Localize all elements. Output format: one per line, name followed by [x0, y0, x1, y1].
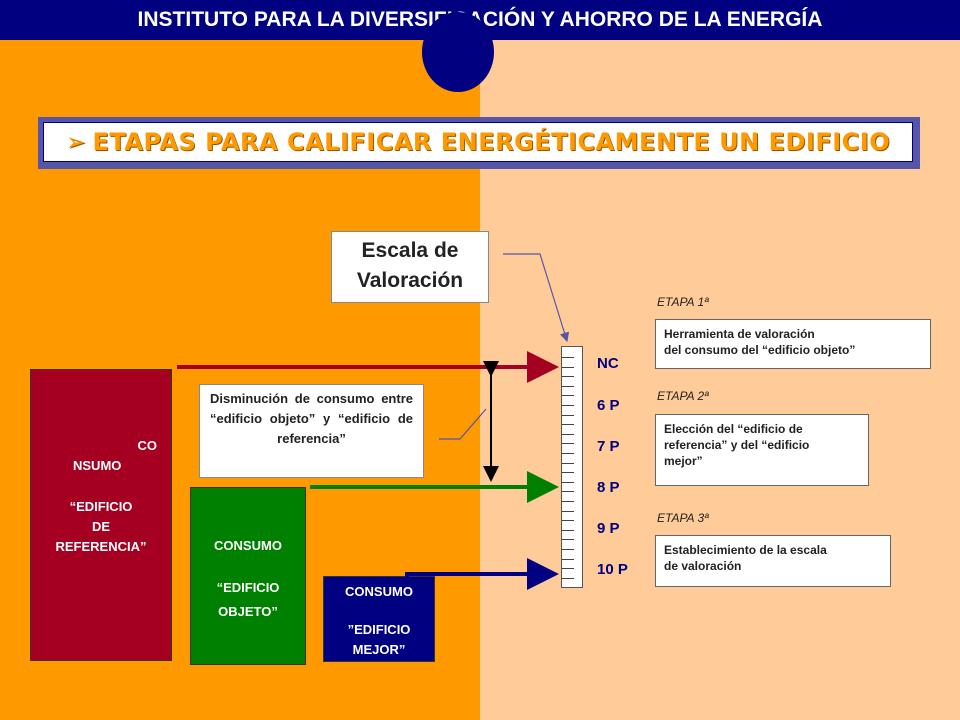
- decorative-circle: [422, 12, 494, 92]
- connector-escala: [503, 253, 570, 343]
- ruler-tick: [562, 414, 574, 416]
- ruler-tick: [562, 405, 574, 406]
- bar-edificio-objeto: CONSUMO “EDIFICIO OBJETO”: [190, 487, 306, 665]
- bar-mej-line2: ”EDIFICIO MEJOR”: [347, 622, 411, 657]
- ruler-tick: [562, 481, 574, 483]
- connector-disminucion: [439, 408, 487, 440]
- etapa-2-label: ETAPA 2ª: [657, 389, 709, 403]
- escala-line1: Escala de: [361, 239, 459, 262]
- scale-label-6p: 6 P: [597, 397, 620, 414]
- ruler-tick: [562, 366, 574, 368]
- etapa-1-label: ETAPA 1ª: [657, 295, 709, 309]
- etapa-2-box: Elección del “edificio de referencia” y …: [655, 414, 869, 486]
- ruler-tick: [562, 443, 574, 445]
- ruler-tick: [562, 385, 574, 387]
- ruler-tick: [562, 568, 574, 570]
- scale-label-9p: 9 P: [597, 520, 620, 537]
- title-frame: ➢ETAPAS PARA CALIFICAR ENERGÉTICAMENTE U…: [38, 117, 920, 169]
- ruler-tick: [562, 577, 574, 579]
- bar-ref-line2: NSUMO: [73, 458, 122, 473]
- arrow-mejor: [405, 558, 559, 590]
- ruler-tick: [562, 539, 574, 541]
- disminucion-text: Disminución de consumo entre “edificio o…: [210, 391, 413, 446]
- ruler-tick: [562, 453, 574, 454]
- bullet-arrow-icon: ➢: [65, 128, 87, 156]
- scale-label-8p: 8 P: [597, 479, 620, 496]
- etapa-1-box: Herramienta de valoración del consumo de…: [655, 319, 931, 369]
- ruler-tick: [562, 491, 574, 493]
- escala-box: Escala de Valoración: [331, 231, 489, 303]
- etapa-3-label: ETAPA 3ª: [657, 511, 709, 525]
- bar-ref-line1: CO: [137, 438, 158, 453]
- escala-line2: Valoración: [356, 269, 464, 292]
- scale-label-nc: NC: [597, 355, 619, 372]
- ruler-tick: [562, 462, 574, 464]
- ruler-tick: [562, 501, 574, 502]
- slide-title-text: ETAPAS PARA CALIFICAR ENERGÉTICAMENTE UN…: [92, 128, 891, 156]
- scale-ruler: [561, 346, 583, 588]
- disminucion-box: Disminución de consumo entre “edificio o…: [199, 384, 424, 478]
- ruler-tick: [562, 357, 574, 358]
- ruler-tick: [562, 558, 574, 560]
- ruler-tick: [562, 549, 574, 550]
- bar-edificio-referencia: CO NSUMO “EDIFICIO DE REFERENCIA”: [30, 369, 172, 661]
- ruler-tick: [562, 510, 574, 512]
- etapa-3-box: Establecimiento de la escala de valoraci…: [655, 535, 891, 587]
- ruler-tick: [562, 395, 574, 397]
- ruler-tick: [562, 472, 574, 474]
- bar-obj-line1: CONSUMO: [214, 538, 282, 553]
- scale-label-7p: 7 P: [597, 438, 620, 455]
- bar-obj-line2: “EDIFICIO OBJETO”: [216, 580, 280, 619]
- bar-mej-line1: CONSUMO: [345, 584, 413, 599]
- bar-edificio-mejor: CONSUMO ”EDIFICIO MEJOR”: [323, 576, 435, 662]
- ruler-tick: [562, 376, 574, 378]
- scale-label-10p: 10 P: [597, 561, 628, 578]
- ruler-tick: [562, 424, 574, 426]
- ruler-tick: [562, 529, 574, 531]
- ruler-tick: [562, 433, 574, 435]
- ruler-tick: [562, 520, 574, 522]
- bar-ref-line3: “EDIFICIO DE REFERENCIA”: [55, 499, 147, 554]
- slide-title: ➢ETAPAS PARA CALIFICAR ENERGÉTICAMENTE U…: [43, 122, 913, 162]
